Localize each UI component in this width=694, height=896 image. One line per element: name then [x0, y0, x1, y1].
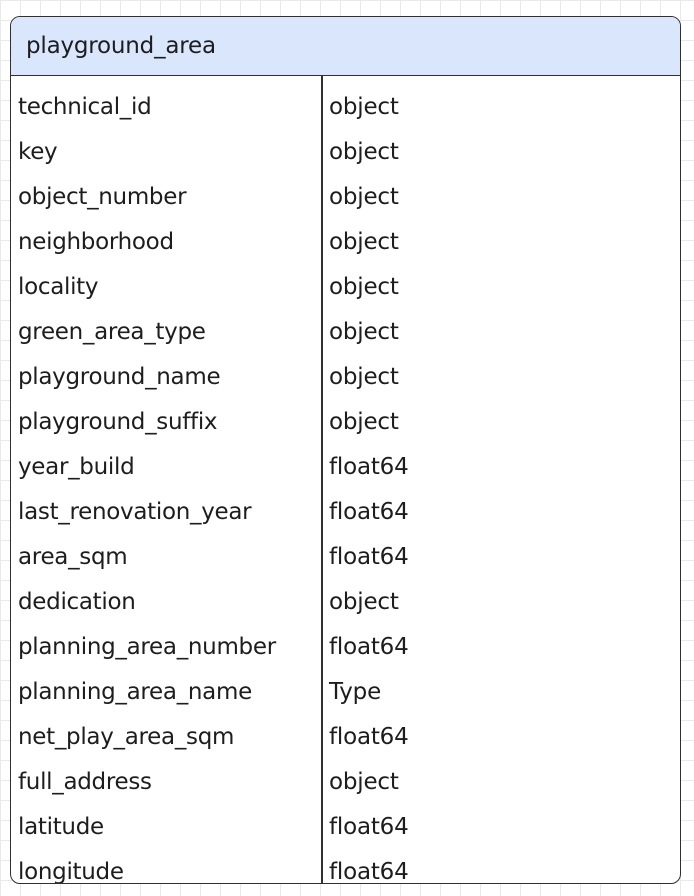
field-row[interactable]: object_number object	[11, 174, 680, 219]
field-type: float64	[329, 633, 409, 660]
field-row[interactable]: net_play_area_sqm float64	[11, 714, 680, 759]
field-name: area_sqm	[18, 543, 128, 570]
field-name: technical_id	[18, 93, 152, 120]
field-name: object_number	[18, 183, 187, 210]
field-name: longitude	[18, 858, 124, 884]
field-name: planning_area_number	[18, 633, 276, 660]
field-row[interactable]: technical_id object	[11, 84, 680, 129]
field-row[interactable]: full_address object	[11, 759, 680, 804]
column-divider	[321, 76, 323, 883]
field-name: last_renovation_year	[18, 498, 252, 525]
field-row[interactable]: key object	[11, 129, 680, 174]
field-name: full_address	[18, 768, 152, 795]
field-type: float64	[329, 543, 409, 570]
field-type: float64	[329, 858, 409, 884]
field-name: locality	[18, 273, 99, 300]
field-row[interactable]: playground_name object	[11, 354, 680, 399]
field-name: playground_name	[18, 363, 221, 390]
field-type: object	[329, 228, 399, 255]
field-type: object	[329, 408, 399, 435]
field-row[interactable]: neighborhood object	[11, 219, 680, 264]
field-row[interactable]: area_sqm float64	[11, 534, 680, 579]
field-type: object	[329, 273, 399, 300]
field-name: year_build	[18, 453, 135, 480]
field-type: object	[329, 93, 399, 120]
field-name: green_area_type	[18, 318, 206, 345]
field-row[interactable]: latitude float64	[11, 804, 680, 849]
field-name: key	[18, 138, 58, 165]
field-name: neighborhood	[18, 228, 174, 255]
field-type: object	[329, 183, 399, 210]
field-name: net_play_area_sqm	[18, 723, 235, 750]
field-type: object	[329, 138, 399, 165]
field-name: planning_area_name	[18, 678, 252, 705]
field-row[interactable]: last_renovation_year float64	[11, 489, 680, 534]
field-name: dedication	[18, 588, 136, 615]
field-type: object	[329, 363, 399, 390]
field-row[interactable]: dedication object	[11, 579, 680, 624]
field-type: float64	[329, 723, 409, 750]
field-type: float64	[329, 813, 409, 840]
field-row[interactable]: playground_suffix object	[11, 399, 680, 444]
field-type: float64	[329, 453, 409, 480]
field-type: object	[329, 768, 399, 795]
entity-title: playground_area	[11, 17, 680, 76]
field-row[interactable]: planning_area_number float64	[11, 624, 680, 669]
field-type: Type	[329, 678, 382, 705]
field-row[interactable]: planning_area_name Type	[11, 669, 680, 714]
field-row[interactable]: locality object	[11, 264, 680, 309]
field-name: latitude	[18, 813, 104, 840]
field-row[interactable]: longitude float64	[11, 849, 680, 884]
field-row[interactable]: year_build float64	[11, 444, 680, 489]
field-type: float64	[329, 498, 409, 525]
field-type: object	[329, 588, 399, 615]
field-row[interactable]: green_area_type object	[11, 309, 680, 354]
field-name: playground_suffix	[18, 408, 218, 435]
field-type: object	[329, 318, 399, 345]
